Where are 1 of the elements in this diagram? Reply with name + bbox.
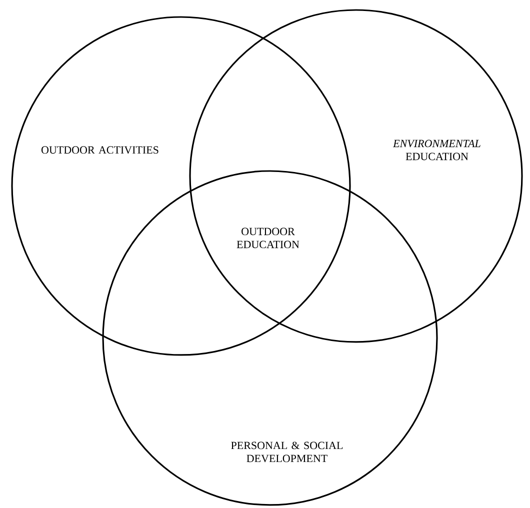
overlap-label: OUTDOOR EDUCATION (236, 228, 300, 248)
